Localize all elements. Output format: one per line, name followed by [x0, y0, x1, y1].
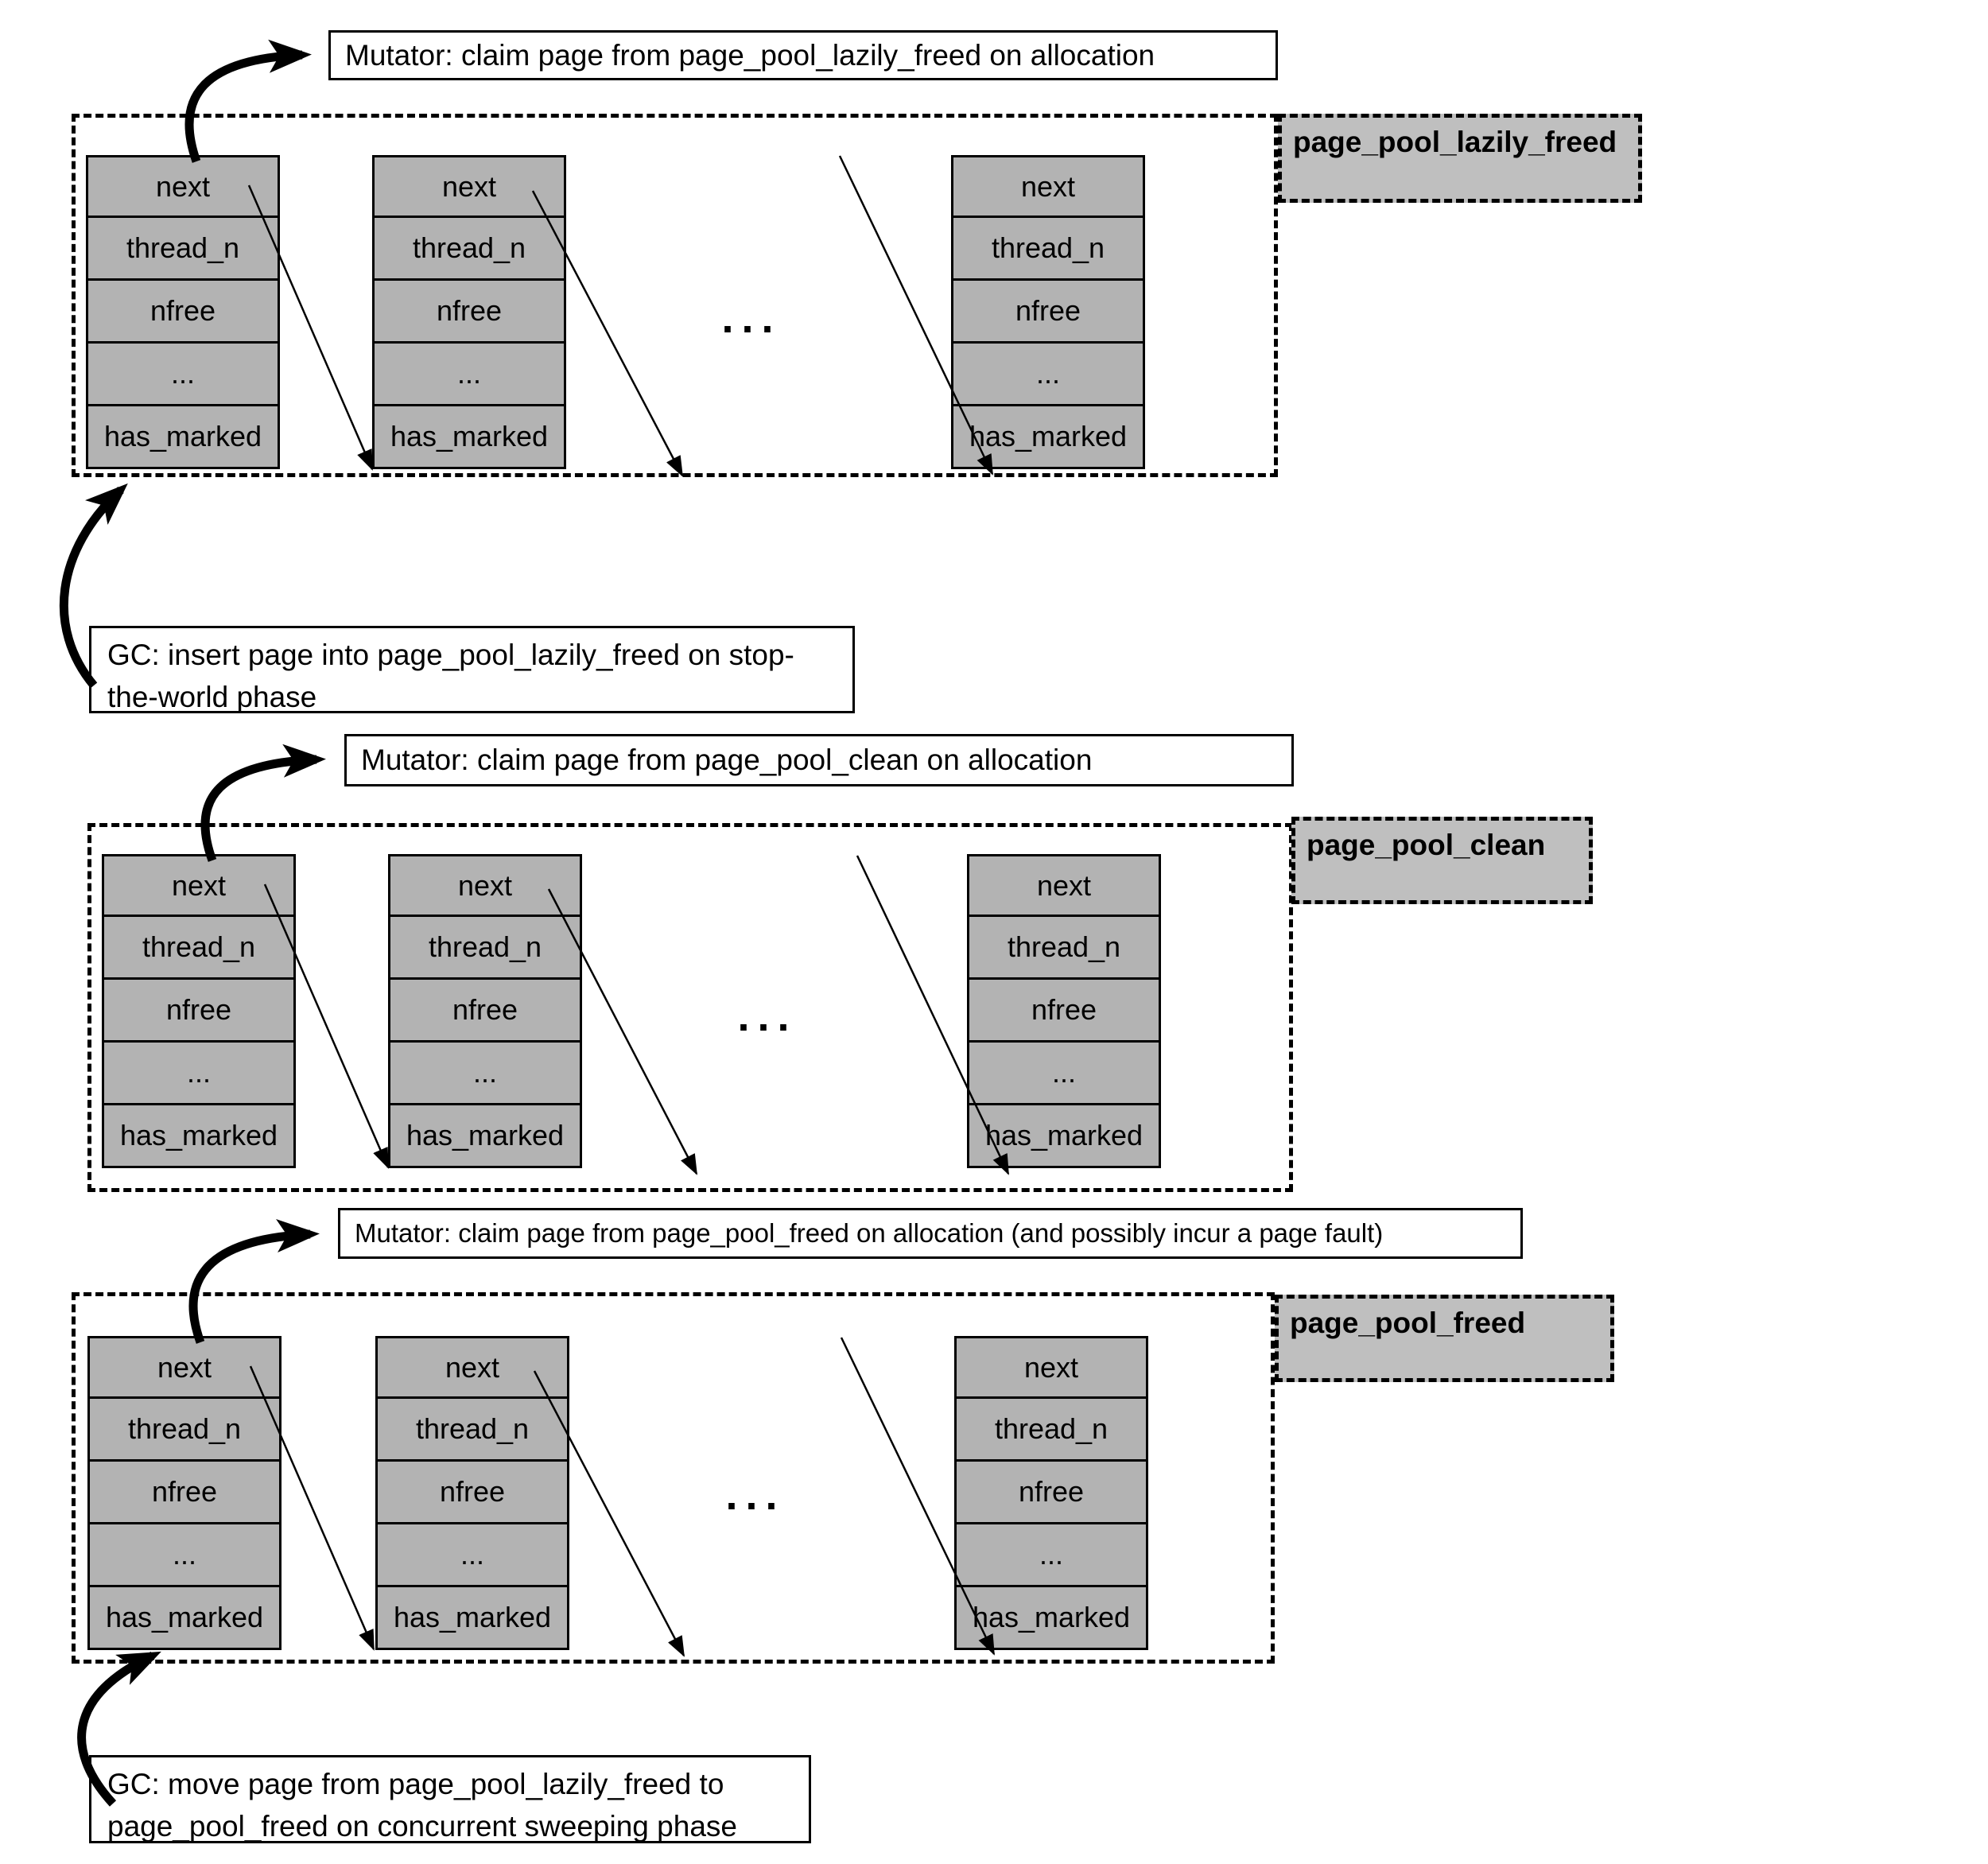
node-field: thread_n	[372, 218, 566, 281]
node-field: has_marked	[102, 1105, 296, 1168]
gc-note-stop-the-world: GC: insert page into page_pool_lazily_fr…	[89, 626, 855, 713]
node-field: has_marked	[967, 1105, 1161, 1168]
node-field: has_marked	[87, 1587, 282, 1650]
node-field: has_marked	[372, 406, 566, 469]
gc-note-concurrent-sweep: GC: move page from page_pool_lazily_free…	[89, 1755, 811, 1843]
node-field: has_marked	[86, 406, 280, 469]
node-field: nfree	[388, 980, 582, 1043]
elided-nodes-ellipsis: ...	[725, 1471, 786, 1519]
node-field: ...	[375, 1524, 569, 1587]
node-field: ...	[388, 1043, 582, 1105]
pool-label-freed: page_pool_freed	[1275, 1295, 1614, 1382]
node-field: nfree	[86, 281, 280, 344]
node-field: ...	[87, 1524, 282, 1587]
node-field: next	[87, 1336, 282, 1399]
node-field: thread_n	[951, 218, 1145, 281]
node-field: has_marked	[388, 1105, 582, 1168]
node-field: ...	[86, 344, 280, 406]
node-field: ...	[951, 344, 1145, 406]
node-field: nfree	[375, 1462, 569, 1524]
node-field: ...	[372, 344, 566, 406]
node-field: thread_n	[102, 917, 296, 980]
elided-nodes-ellipsis: ...	[737, 992, 798, 1040]
node-field: ...	[102, 1043, 296, 1105]
node-field: nfree	[951, 281, 1145, 344]
node-field: nfree	[87, 1462, 282, 1524]
node-field: ...	[954, 1524, 1148, 1587]
node-field: ...	[967, 1043, 1161, 1105]
node-field: thread_n	[967, 917, 1161, 980]
mutator-note-clean: Mutator: claim page from page_pool_clean…	[344, 734, 1294, 786]
node-field: has_marked	[954, 1587, 1148, 1650]
node-field: next	[86, 155, 280, 218]
node-field: thread_n	[388, 917, 582, 980]
node-field: nfree	[954, 1462, 1148, 1524]
node-field: next	[954, 1336, 1148, 1399]
node-field: thread_n	[87, 1399, 282, 1462]
node-field: thread_n	[954, 1399, 1148, 1462]
node-field: thread_n	[86, 218, 280, 281]
node-field: next	[951, 155, 1145, 218]
node-field: nfree	[372, 281, 566, 344]
node-field: has_marked	[375, 1587, 569, 1650]
node-field: next	[102, 854, 296, 917]
pool-label-clean: page_pool_clean	[1291, 817, 1593, 904]
mutator-note-lazily-freed: Mutator: claim page from page_pool_lazil…	[328, 30, 1278, 80]
mutator-note-freed: Mutator: claim page from page_pool_freed…	[338, 1208, 1523, 1259]
node-field: next	[372, 155, 566, 218]
node-field: next	[967, 854, 1161, 917]
node-field: has_marked	[951, 406, 1145, 469]
pool-container-freed	[72, 1292, 1275, 1664]
elided-nodes-ellipsis: ...	[721, 294, 782, 342]
node-field: next	[375, 1336, 569, 1399]
pool-label-lazily-freed: page_pool_lazily_freed	[1278, 114, 1642, 203]
pool-container-clean	[87, 823, 1293, 1192]
node-field: next	[388, 854, 582, 917]
node-field: thread_n	[375, 1399, 569, 1462]
node-field: nfree	[967, 980, 1161, 1043]
node-field: nfree	[102, 980, 296, 1043]
